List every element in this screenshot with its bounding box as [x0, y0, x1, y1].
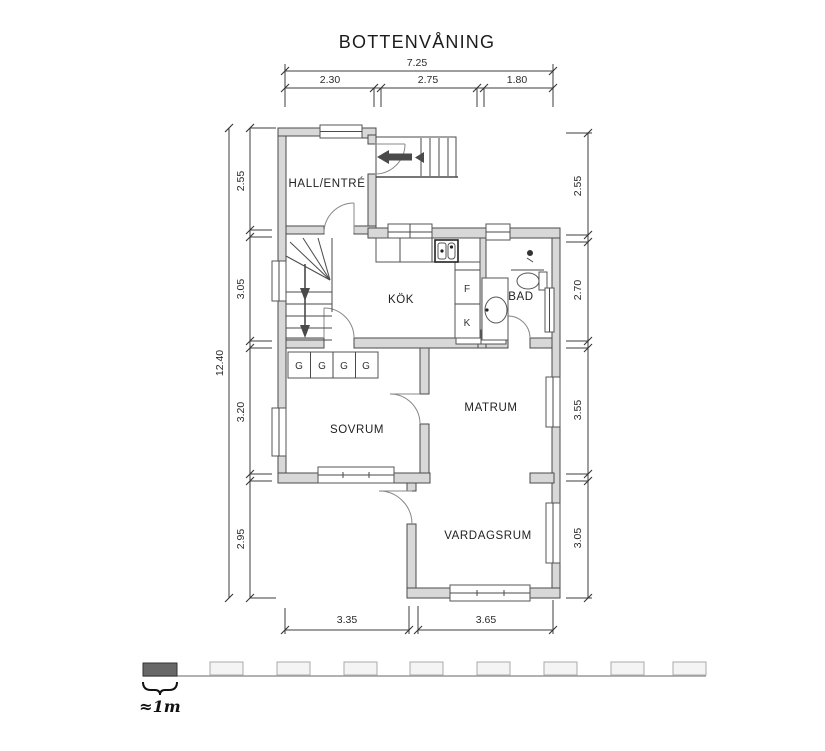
staircase — [285, 237, 333, 341]
entry-porch — [374, 136, 458, 178]
scale-segment-dark — [142, 662, 178, 677]
dim-left-seg-1: 2.55 — [235, 171, 247, 192]
scale-segment — [672, 661, 707, 676]
page-title: BOTTENVÅNING — [339, 32, 495, 52]
dim-top-total: 7.25 — [407, 57, 428, 69]
hall-door-swing-arc — [323, 202, 355, 234]
steps-up-arrow-icon — [415, 152, 424, 163]
vardagsrum-exterior-door-swing-arc — [378, 490, 413, 525]
wardrobes: G G G G — [287, 351, 379, 379]
wardrobe-label: G — [318, 361, 326, 372]
room-label-kok: KÖK — [388, 294, 414, 306]
dim-right-seg-3: 3.55 — [572, 400, 584, 421]
bathroom-valve — [527, 250, 533, 256]
dim-right-seg-1: 2.55 — [572, 176, 584, 197]
sovrum-door-swing-arc — [389, 393, 421, 425]
dimension-right: 2.55 2.70 3.55 3.05 — [566, 128, 593, 603]
bad-door-swing-arc — [507, 315, 531, 339]
toilet-bowl — [516, 272, 540, 290]
dimension-left: 12.40 2.55 3.05 3.20 2.95 — [214, 123, 276, 603]
dim-left-total: 12.40 — [214, 350, 226, 376]
kitchen-fixtures: F K — [375, 237, 481, 339]
room-label-vardagsrum: VARDAGSRUM — [444, 530, 532, 542]
scale-segment — [343, 661, 378, 676]
toilet-tank — [538, 271, 548, 291]
dim-top-seg-3: 1.80 — [507, 74, 528, 86]
dim-left-seg-2: 3.05 — [235, 279, 247, 300]
scale-segment — [543, 661, 578, 676]
scale-brace — [142, 681, 178, 696]
dim-bottom-seg-2: 3.65 — [476, 614, 497, 626]
dim-top-seg-1: 2.30 — [320, 74, 341, 86]
bathroom-fixtures — [481, 250, 555, 341]
scale-segment — [276, 661, 311, 676]
room-label-bad: BAD — [508, 291, 533, 303]
sink-drain — [485, 308, 489, 312]
wardrobe-label: G — [362, 361, 370, 372]
stair-down-arrow-icon — [300, 288, 310, 301]
wardrobe-label: G — [340, 361, 348, 372]
dim-right-seg-2: 2.70 — [572, 280, 584, 301]
room-label-hall: HALL/ENTRÉ — [289, 177, 366, 190]
stair-down-arrow-icon — [300, 325, 310, 338]
fridge-label: F — [464, 284, 470, 295]
interior-doors — [323, 202, 531, 525]
dim-right-seg-4: 3.05 — [572, 528, 584, 549]
dim-left-seg-3: 3.20 — [235, 402, 247, 423]
room-label-sovrum: SOVRUM — [330, 424, 384, 436]
scale-segment — [209, 661, 244, 676]
front-door-swing-arc — [374, 143, 406, 175]
bathroom-sink — [484, 296, 508, 324]
scale-bar: ≈1m — [139, 661, 707, 716]
scale-segment — [409, 661, 444, 676]
dim-bottom-seg-1: 3.35 — [337, 614, 358, 626]
entry-direction-arrow-icon — [377, 150, 389, 164]
room-labels: HALL/ENTRÉ KÖK BAD SOVRUM MATRUM VARDAGS… — [289, 177, 534, 542]
scale-segment — [476, 661, 511, 676]
dimension-bottom: 3.35 3.65 — [280, 600, 558, 635]
entry-arrow-shaft — [389, 153, 412, 161]
wardrobe-label: G — [295, 361, 303, 372]
scale-label: ≈1m — [139, 697, 180, 716]
kok-door-swing-arc — [323, 307, 355, 339]
room-label-matrum: MATRUM — [464, 402, 517, 414]
dimension-top: 7.25 2.30 2.75 1.80 — [280, 57, 558, 107]
dim-left-seg-4: 2.95 — [235, 529, 247, 550]
scale-segment — [610, 661, 645, 676]
kitchen-counter — [375, 237, 481, 263]
freezer-label: K — [464, 318, 471, 329]
kitchen-tall-cabinets — [454, 261, 481, 339]
dim-top-seg-2: 2.75 — [418, 74, 439, 86]
